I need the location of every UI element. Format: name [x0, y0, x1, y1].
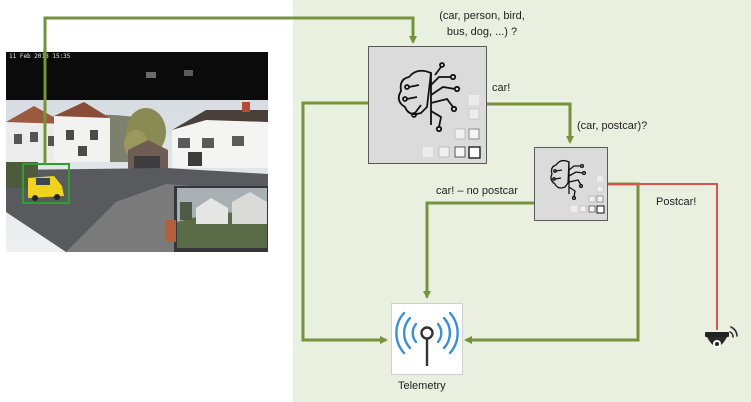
flow-postcar-alert [607, 183, 718, 330]
flow-model-to-postcar-model [486, 102, 574, 144]
antenna-signal-icon [395, 311, 459, 366]
flow-model-to-telemetry [301, 101, 388, 344]
brain-circuit-icon [550, 159, 587, 201]
brain-circuit-icon [397, 62, 461, 133]
model-box-general [368, 46, 487, 164]
telemetry-box [391, 303, 463, 375]
model-box-postcar [534, 147, 608, 221]
answer-no-postcar: car! – no postcar [436, 185, 518, 197]
camera-timestamp: 11 Feb 2018 15:35 [9, 53, 71, 60]
answer-car: car! [492, 82, 511, 94]
pixel-grid-icon [423, 95, 481, 159]
query-general-classes: (car, person, bird, bus, dog, ...) ? [432, 8, 532, 40]
query-general-line2: bus, dog, ...) ? [446, 26, 518, 38]
telemetry-label: Telemetry [398, 380, 446, 392]
answer-postcar: Postcar! [656, 196, 697, 208]
flow-camera-to-model [43, 16, 417, 164]
query-general-line1: (car, person, bird, [439, 10, 525, 22]
flow-no-postcar-to-telemetry [423, 201, 534, 299]
query-postcar: (car, postcar)? [577, 120, 648, 132]
security-camera-icon [705, 326, 738, 348]
pixel-grid-icon [571, 176, 605, 214]
